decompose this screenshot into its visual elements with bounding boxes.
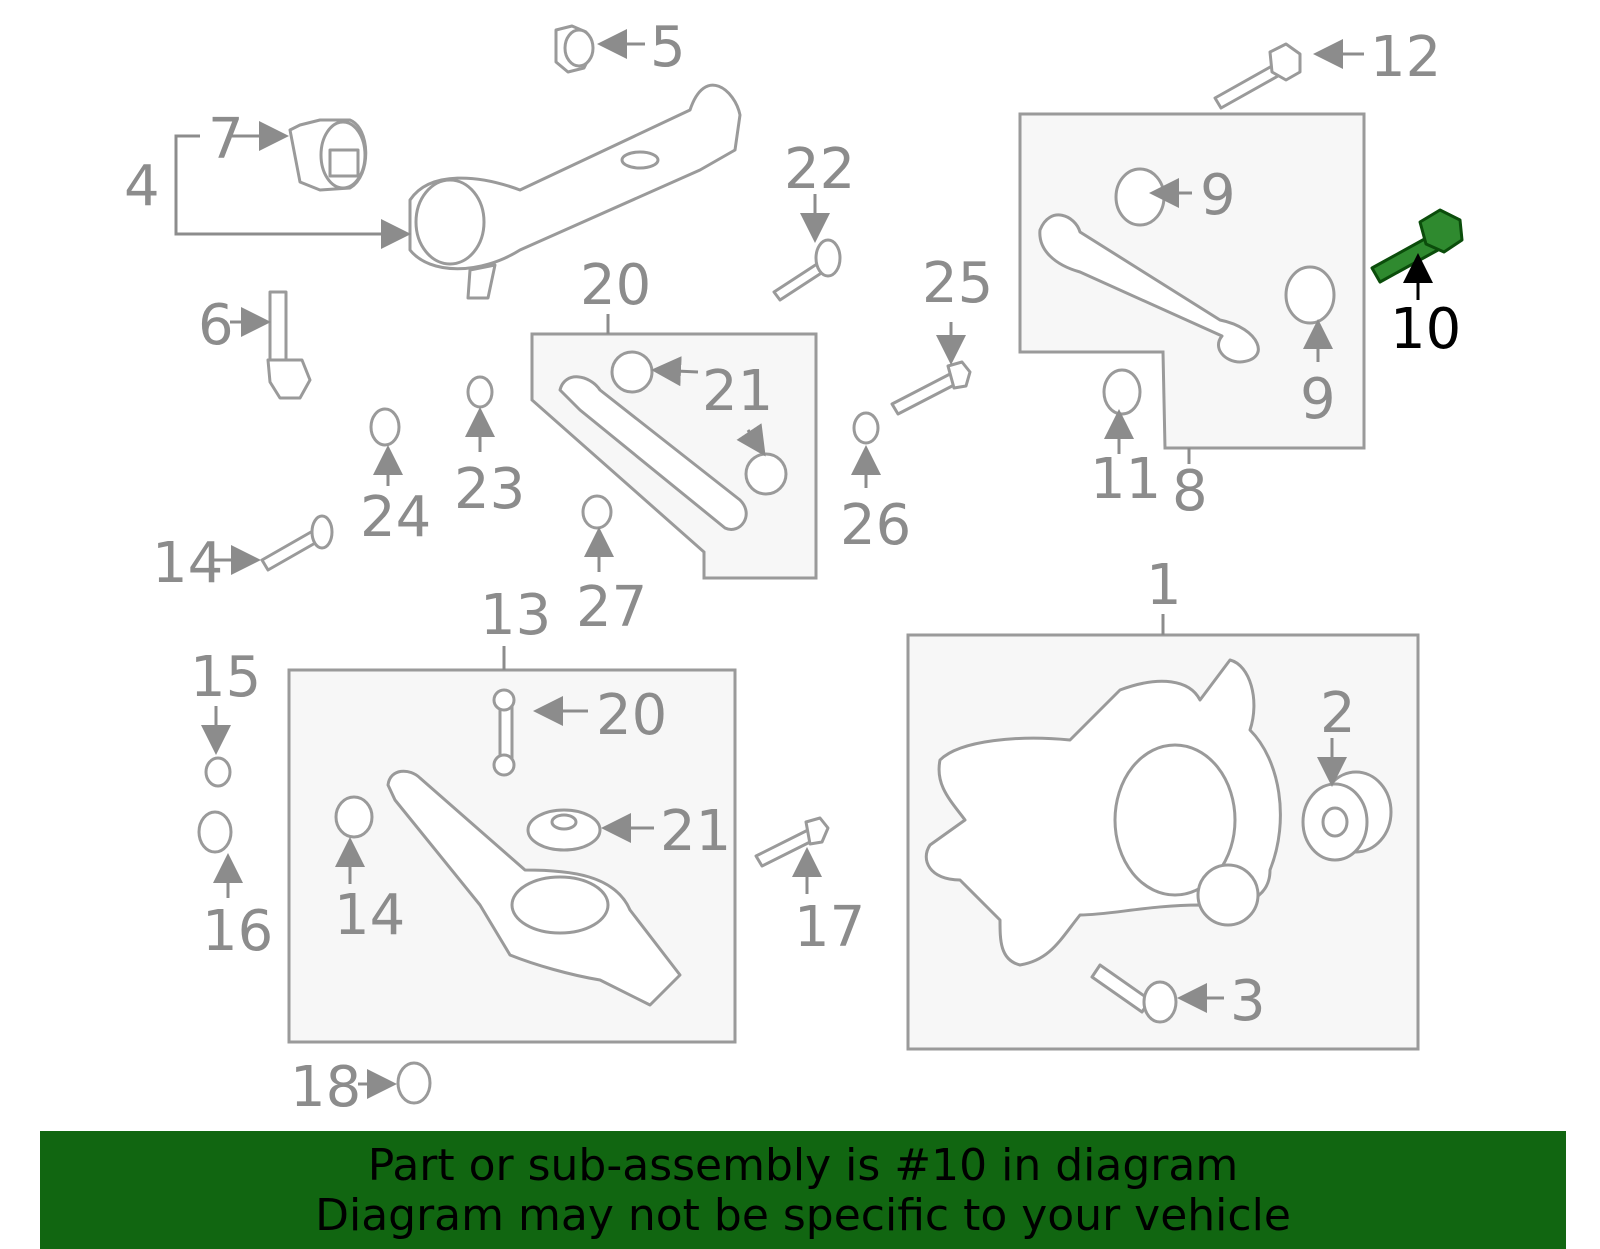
- control-arm-part-22[interactable]: [558, 350, 788, 531]
- callout-4: 4: [124, 154, 160, 219]
- info-banner: Part or sub-assembly is #10 in diagram D…: [40, 1131, 1566, 1249]
- bolt-part-6[interactable]: [266, 290, 312, 400]
- spring-seat-part-21[interactable]: [526, 808, 602, 852]
- lower-arm-part-13[interactable]: [386, 769, 682, 1007]
- callout-8: 8: [1172, 459, 1208, 524]
- callout-7: 7: [208, 107, 244, 172]
- nut-part-5[interactable]: [554, 24, 595, 74]
- callout-18: 17: [794, 895, 865, 960]
- callout-15: 14: [152, 531, 223, 596]
- callout-21: 21: [660, 799, 731, 864]
- callout-16: 15: [190, 645, 261, 710]
- banner-line-1: Part or sub-assembly is #10 in diagram: [367, 1140, 1239, 1191]
- bolt-part-18[interactable]: [754, 816, 830, 868]
- washer-part-28[interactable]: [852, 411, 880, 445]
- control-arm-part-8[interactable]: [1038, 167, 1336, 416]
- callout-2: 2: [1320, 681, 1356, 746]
- callout-23: 21: [702, 359, 773, 424]
- callout-1: 1: [1146, 553, 1182, 618]
- callout-26: 24: [360, 485, 431, 550]
- callout-10-highlighted: 10: [1390, 297, 1461, 362]
- group-box-8: [1018, 112, 1366, 450]
- callout-3: 3: [1230, 969, 1266, 1034]
- callout-9b: 9: [1300, 367, 1336, 432]
- bushing-part-2[interactable]: [1301, 770, 1393, 862]
- trailing-arm-part-4[interactable]: [408, 83, 742, 300]
- link-part-20[interactable]: [492, 688, 516, 777]
- callout-24: 22: [784, 137, 855, 202]
- nut-part-17[interactable]: [197, 810, 233, 854]
- callout-28: 26: [840, 493, 911, 558]
- callout-29: 27: [576, 575, 647, 640]
- bolt-part-11[interactable]: [1213, 42, 1302, 110]
- callout-12: 11: [1090, 447, 1161, 512]
- callout-27: 25: [922, 251, 993, 316]
- bolt-part-24[interactable]: [772, 238, 842, 302]
- callout-17: 16: [202, 899, 273, 964]
- washer-part-16[interactable]: [204, 756, 232, 788]
- callout-20: 20: [596, 683, 667, 748]
- callout-22: 20: [580, 253, 651, 318]
- bolt-part-15[interactable]: [260, 514, 334, 572]
- knuckle-part-1[interactable]: [924, 658, 1282, 967]
- nut-part-26[interactable]: [369, 407, 401, 447]
- bushing-part-14[interactable]: [334, 795, 374, 839]
- bolt-part-27[interactable]: [890, 360, 972, 416]
- washer-part-25[interactable]: [466, 375, 494, 409]
- callout-11: 12: [1370, 25, 1441, 90]
- callout-25: 23: [454, 457, 525, 522]
- bolt-part-3[interactable]: [1090, 963, 1178, 1024]
- nut-part-19[interactable]: [396, 1061, 432, 1105]
- callout-13: 13: [480, 583, 551, 648]
- banner-line-2: Diagram may not be specific to your vehi…: [315, 1190, 1291, 1241]
- callout-19: 18: [290, 1055, 361, 1120]
- callout-14: 14: [334, 883, 405, 948]
- callout-9a: 9: [1200, 163, 1236, 228]
- callout-6: 6: [198, 293, 234, 358]
- bushing-part-7[interactable]: [288, 118, 368, 192]
- callout-5: 5: [650, 15, 686, 80]
